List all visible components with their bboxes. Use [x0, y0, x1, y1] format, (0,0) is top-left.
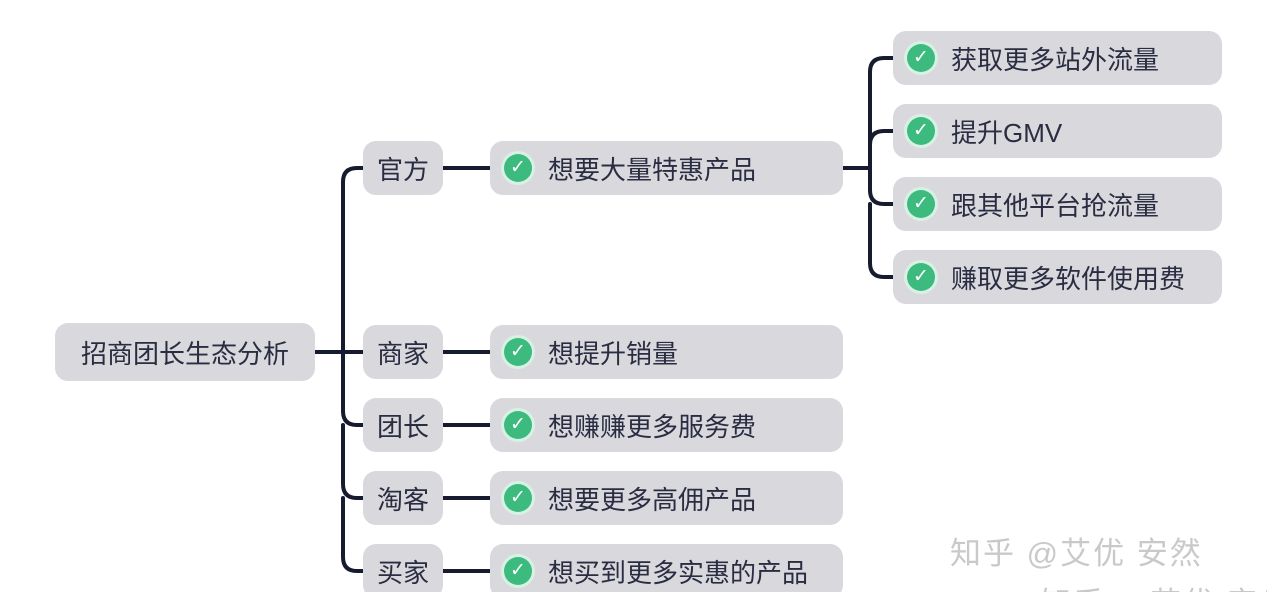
node-sub-software-fee-label: 赚取更多软件使用费	[951, 263, 1186, 294]
node-merchant[interactable]: 商家	[363, 325, 443, 379]
node-merchant-label: 商家	[376, 338, 429, 369]
check-circle-icon: ✓	[504, 154, 532, 182]
node-leader-want[interactable]: ✓ 想赚赚更多服务费	[490, 398, 843, 452]
node-taoke-want-label: 想要更多高佣产品	[548, 484, 757, 515]
edge-sub-2	[868, 129, 895, 170]
node-leader-label: 团长	[376, 411, 429, 442]
edge-root-official	[341, 166, 365, 354]
node-official-want-label: 想要大量特惠产品	[548, 154, 757, 185]
node-buyer-want-label: 想买到更多实惠的产品	[548, 557, 809, 588]
check-circle-icon: ✓	[907, 44, 935, 72]
node-sub-gmv-label: 提升GMV	[951, 117, 1063, 148]
watermark-partial: 知乎 @艾优 安然	[1040, 578, 1267, 592]
node-taoke-label: 淘客	[376, 484, 429, 515]
node-official-label: 官方	[376, 154, 429, 185]
edge-root-taoke	[341, 423, 365, 500]
edge-sub-4	[868, 202, 895, 279]
node-sub-offsite-traffic[interactable]: ✓ 获取更多站外流量	[893, 31, 1222, 85]
edge-root-buyer	[341, 496, 365, 573]
node-buyer-want[interactable]: ✓ 想买到更多实惠的产品	[490, 544, 843, 592]
node-taoke-want[interactable]: ✓ 想要更多高佣产品	[490, 471, 843, 525]
node-official-want[interactable]: ✓ 想要大量特惠产品	[490, 141, 843, 195]
edge-sub-1	[868, 56, 895, 170]
node-official[interactable]: 官方	[363, 141, 443, 195]
edge-root-leader	[341, 350, 365, 427]
watermark: 知乎 @艾优 安然	[950, 536, 1203, 571]
node-sub-compete-traffic[interactable]: ✓ 跟其他平台抢流量	[893, 177, 1222, 231]
node-sub-compete-traffic-label: 跟其他平台抢流量	[951, 190, 1160, 221]
check-circle-icon: ✓	[907, 190, 935, 218]
check-circle-icon: ✓	[907, 117, 935, 145]
node-buyer-label: 买家	[376, 557, 429, 588]
node-merchant-want[interactable]: ✓ 想提升销量	[490, 325, 843, 379]
node-leader[interactable]: 团长	[363, 398, 443, 452]
node-sub-offsite-traffic-label: 获取更多站外流量	[951, 44, 1160, 75]
check-circle-icon: ✓	[504, 557, 532, 585]
node-root-label: 招商团长生态分析	[80, 338, 289, 369]
check-circle-icon: ✓	[504, 484, 532, 512]
node-leader-want-label: 想赚赚更多服务费	[548, 411, 757, 442]
node-taoke[interactable]: 淘客	[363, 471, 443, 525]
node-root[interactable]: 招商团长生态分析	[55, 323, 315, 381]
node-merchant-want-label: 想提升销量	[548, 338, 679, 369]
check-circle-icon: ✓	[504, 411, 532, 439]
check-circle-icon: ✓	[504, 338, 532, 366]
edge-sub-3	[868, 166, 895, 206]
node-sub-software-fee[interactable]: ✓ 赚取更多软件使用费	[893, 250, 1222, 304]
node-sub-gmv[interactable]: ✓ 提升GMV	[893, 104, 1222, 158]
check-circle-icon: ✓	[907, 263, 935, 291]
node-buyer[interactable]: 买家	[363, 544, 443, 592]
